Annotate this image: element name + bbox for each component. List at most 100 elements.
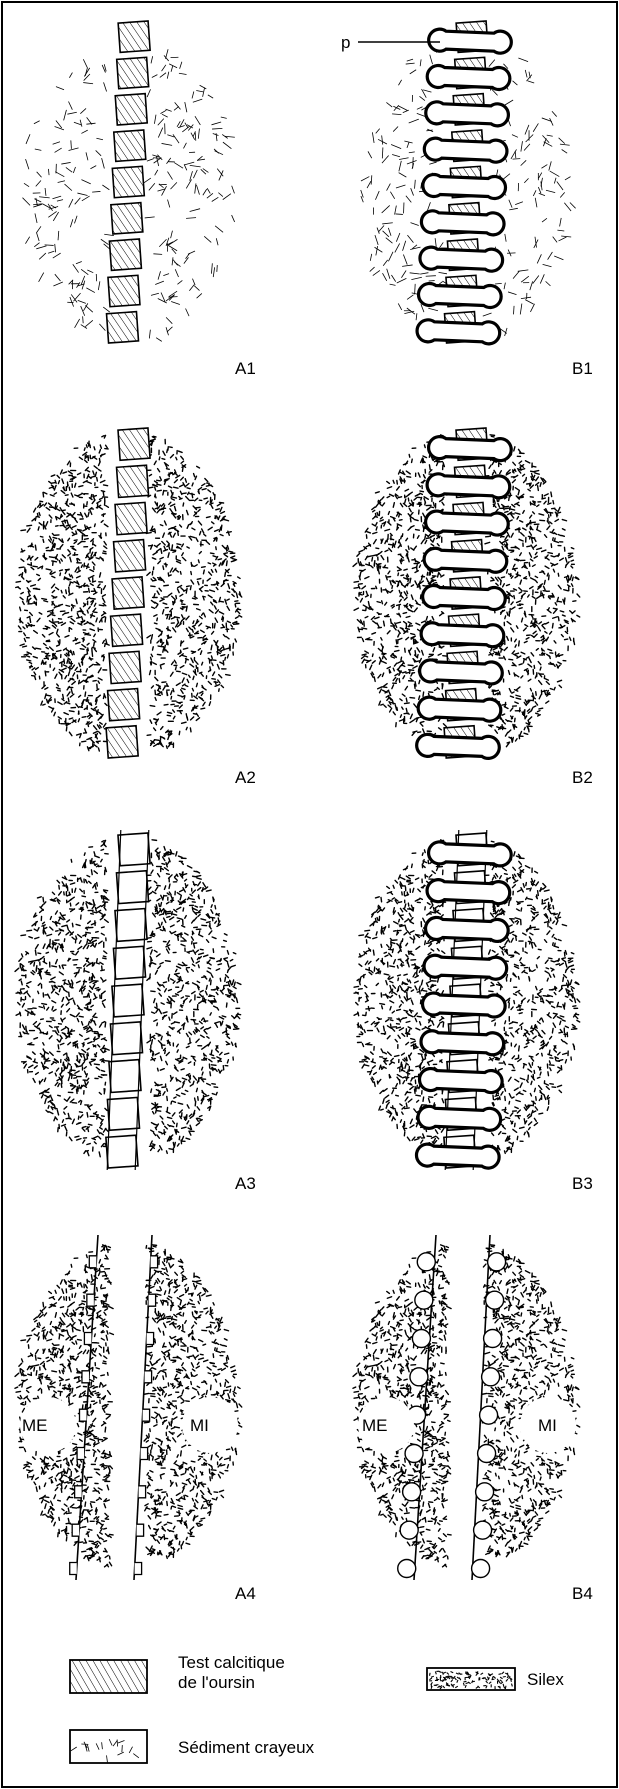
silex-speck [557,680,561,681]
pore-pair [420,247,503,271]
silex-speck [83,1043,84,1047]
silex-speck [101,520,103,522]
sediment-stroke [390,284,396,285]
silex-speck [177,1058,180,1059]
silex-speck [518,449,520,452]
silex-speck [21,999,24,1000]
silex-speck [157,899,160,901]
test-plate [109,651,141,683]
sediment-stroke [521,297,531,298]
silex-speck [155,887,158,891]
silex-speck [224,940,227,941]
silex-speck [365,617,368,618]
silex-speck [80,680,84,683]
silex-speck [553,501,554,504]
silex-speck [208,595,212,597]
silex-speck [489,465,491,468]
silex-speck [391,517,395,519]
sediment-stroke [184,164,187,170]
silex-speck [354,581,358,582]
silex-speck [177,561,181,563]
silex-speck [55,1082,57,1085]
silex-speck [515,718,516,721]
silex-speck [211,1065,216,1066]
silex-speck [169,875,173,879]
silex-speck [204,534,206,536]
silex-speck [385,541,386,544]
silex-speck [162,541,165,544]
silex-speck [390,533,392,535]
silex-speck [398,661,402,663]
silex-speck [91,1005,93,1007]
silex-speck [173,1012,176,1014]
silex-speck [92,1138,95,1139]
sediment-stroke [81,269,88,274]
silex-speck [57,1039,59,1041]
silex-speck [424,850,425,853]
sediment-stroke [521,160,527,165]
silex-speck [166,1061,168,1064]
silex-speck [101,1133,104,1135]
silex-speck [86,903,88,908]
silex-speck [209,572,212,575]
silex-speck [23,627,25,629]
silex-speck [399,540,400,543]
silex-speck [39,1007,42,1008]
sediment-stroke [193,99,202,102]
silex-speck [58,1084,59,1087]
silex-speck [94,726,97,730]
silex-speck [101,1070,104,1071]
silex-speck [54,898,56,899]
silex-speck [227,655,228,658]
silex-speck [49,540,51,543]
silex-speck [173,1142,174,1147]
sediment-stroke [39,253,46,259]
silex-speck [544,494,548,496]
silex-speck [154,1020,157,1021]
silex-speck [411,673,413,676]
sediment-stroke [186,308,190,316]
silex-speck [62,1033,65,1034]
sediment-stroke [166,317,172,323]
silex-speck [167,691,168,695]
silex-speck [384,1026,385,1031]
silex-speck [181,944,185,946]
silex-speck [68,698,69,702]
silex-speck [537,711,539,712]
test-plate [114,130,146,161]
silex-speck [433,538,434,541]
silex-speck [411,595,413,599]
silex-speck [376,523,377,525]
silex-speck [154,881,156,883]
silex-speck [558,554,559,557]
silex-speck [173,981,175,983]
silex-speck [437,462,439,466]
silex-speck [239,615,242,617]
silex-speck [153,663,156,665]
silex-speck [189,1114,191,1116]
silex-speck [57,946,58,950]
silex-speck [38,578,40,580]
silex-speck [200,990,203,992]
silex-speck [78,970,79,973]
silex-speck [223,635,225,637]
silex-speck [91,1060,95,1062]
silex-speck [96,618,97,622]
silex-speck [94,997,97,999]
silex-speck [161,727,163,730]
silex-speck [45,688,48,690]
silex-speck [562,925,566,926]
silex-speck [94,707,97,709]
silex-speck [23,601,25,604]
silex-speck [182,544,184,547]
silex-speck [502,704,506,705]
silex-speck [181,1069,184,1070]
silex-speck [177,966,181,968]
silex-speck [505,508,509,509]
silex-speck [512,692,514,693]
silex-speck [71,605,74,606]
silex-speck [516,698,521,699]
silex-speck [409,605,412,606]
sediment-stroke [180,62,182,69]
sediment-stroke [34,199,41,202]
